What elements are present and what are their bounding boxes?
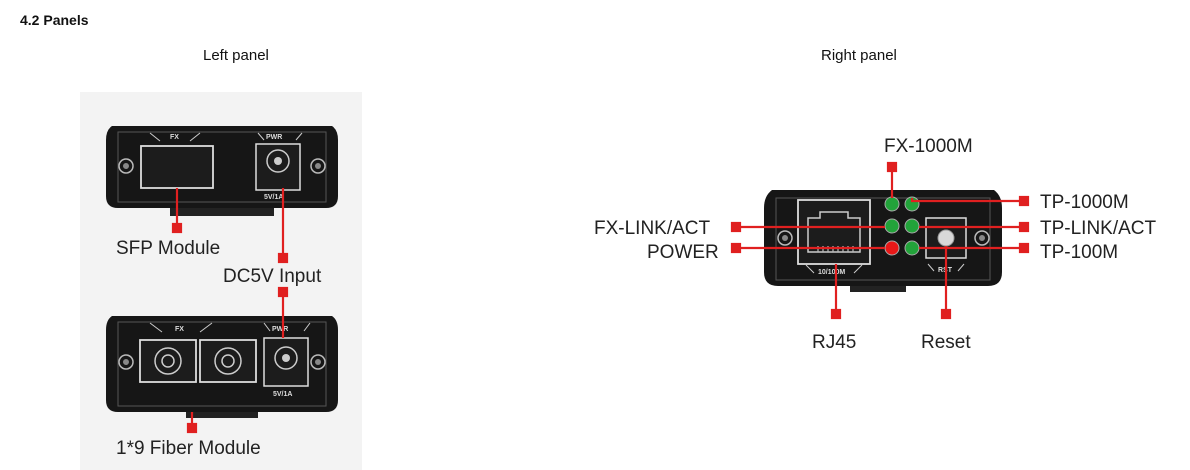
screw-icon (777, 230, 793, 246)
dc-jack (255, 143, 301, 191)
dc-callout-marker-top (277, 252, 289, 264)
right-panel-caption: Right panel (821, 47, 897, 64)
led-power (884, 240, 900, 256)
screw-icon (118, 158, 134, 174)
rj45-callout: RJ45 (812, 332, 856, 353)
sc-port-tx (139, 339, 197, 383)
reset-button (937, 229, 955, 247)
pwr-label: PWR (266, 134, 282, 141)
port-speed-label: 10/100M (818, 269, 845, 276)
reset-callout: Reset (921, 332, 971, 353)
fx-label: FX (175, 326, 184, 333)
led-tp-100m (904, 240, 920, 256)
dc-input-callout: DC5V Input (223, 266, 322, 287)
power-callout-marker (730, 242, 742, 254)
fiber-module-callout: 1*9 Fiber Module (116, 438, 261, 459)
led-fx-link-act (884, 218, 900, 234)
screw-icon (310, 354, 326, 370)
rj45-callout-marker (830, 308, 842, 320)
sfp-callout-marker (171, 222, 183, 234)
led-fx-1000m (884, 196, 900, 212)
rj45-device-front: 10/100M RST (764, 190, 1002, 292)
screw-icon (118, 354, 134, 370)
sfp-port (140, 145, 214, 189)
power-callout: POWER (647, 242, 719, 263)
tp-1000m-callout: TP-1000M (1040, 192, 1129, 213)
fx-link-act-callout: FX-LINK/ACT (594, 218, 711, 239)
sfp-module-callout: SFP Module (116, 238, 220, 259)
fx1000-callout-marker (886, 161, 898, 173)
left-panel-caption: Left panel (203, 47, 269, 64)
rj45-port (797, 199, 871, 265)
sfp-device-front: FX PWR 5V/1A (106, 126, 338, 216)
fx-label: FX (170, 134, 179, 141)
sc-port-rx (199, 339, 257, 383)
rating-label: 5V/1A (273, 391, 292, 398)
tplink-callout-marker (1018, 221, 1030, 233)
tp1000-callout-marker (1018, 195, 1030, 207)
led-tp-link-act (904, 218, 920, 234)
screw-icon (974, 230, 990, 246)
tp-link-act-callout: TP-LINK/ACT (1040, 218, 1157, 239)
dc-callout-marker-bottom (277, 286, 289, 298)
tp-100m-callout: TP-100M (1040, 242, 1118, 263)
fx-1000m-callout: FX-1000M (884, 136, 973, 157)
reset-callout-marker (940, 308, 952, 320)
fiber-callout-marker (186, 422, 198, 434)
fiber-device-front: FX PWR 5V/1A (106, 316, 338, 418)
tp100-callout-marker (1018, 242, 1030, 254)
screw-icon (310, 158, 326, 174)
rating-label: 5V/1A (264, 194, 283, 201)
tp1000-callout-line (910, 198, 1022, 203)
fxlink-callout-marker (730, 221, 742, 233)
pwr-label: PWR (272, 326, 288, 333)
section-heading: 4.2 Panels (20, 12, 89, 28)
